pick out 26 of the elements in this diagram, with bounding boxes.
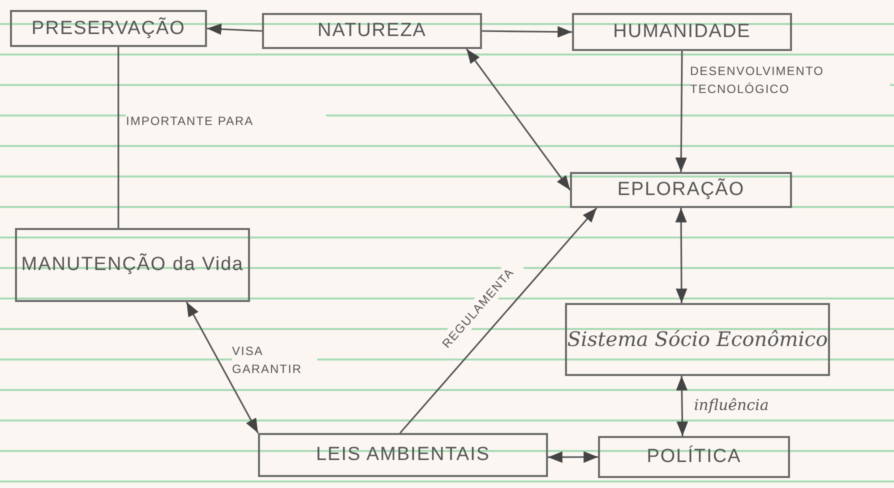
arrow xyxy=(675,208,688,303)
concept-label: NATUREZA xyxy=(318,20,426,42)
concept-box xyxy=(258,433,548,477)
concept-box xyxy=(598,436,790,478)
arrow xyxy=(466,48,571,190)
concept-box xyxy=(10,10,207,47)
arrow xyxy=(482,26,572,38)
arrow xyxy=(400,207,598,434)
concept-label: MANUTENÇÃO da Vida xyxy=(21,254,244,276)
concept-box xyxy=(15,228,250,302)
concept-label: Sistema Sócio Econômico xyxy=(567,328,828,351)
concept-label: HUMANIDADE xyxy=(613,21,751,43)
arrow xyxy=(206,23,262,35)
concept-label: PRESERVAÇÃO xyxy=(32,18,186,40)
concept-box xyxy=(262,13,482,49)
concept-label: LEIS AMBIENTAIS xyxy=(316,444,490,466)
concept-label: POLÍTICA xyxy=(646,446,742,468)
concept-box xyxy=(572,13,792,51)
connector-line xyxy=(118,47,120,228)
arrow xyxy=(548,451,598,463)
arrow xyxy=(675,51,687,172)
concept-label: EPLORAÇÃO xyxy=(617,179,745,201)
arrow xyxy=(186,302,259,434)
concept-box xyxy=(570,172,792,208)
arrow xyxy=(676,376,688,436)
concept-box xyxy=(565,303,830,376)
